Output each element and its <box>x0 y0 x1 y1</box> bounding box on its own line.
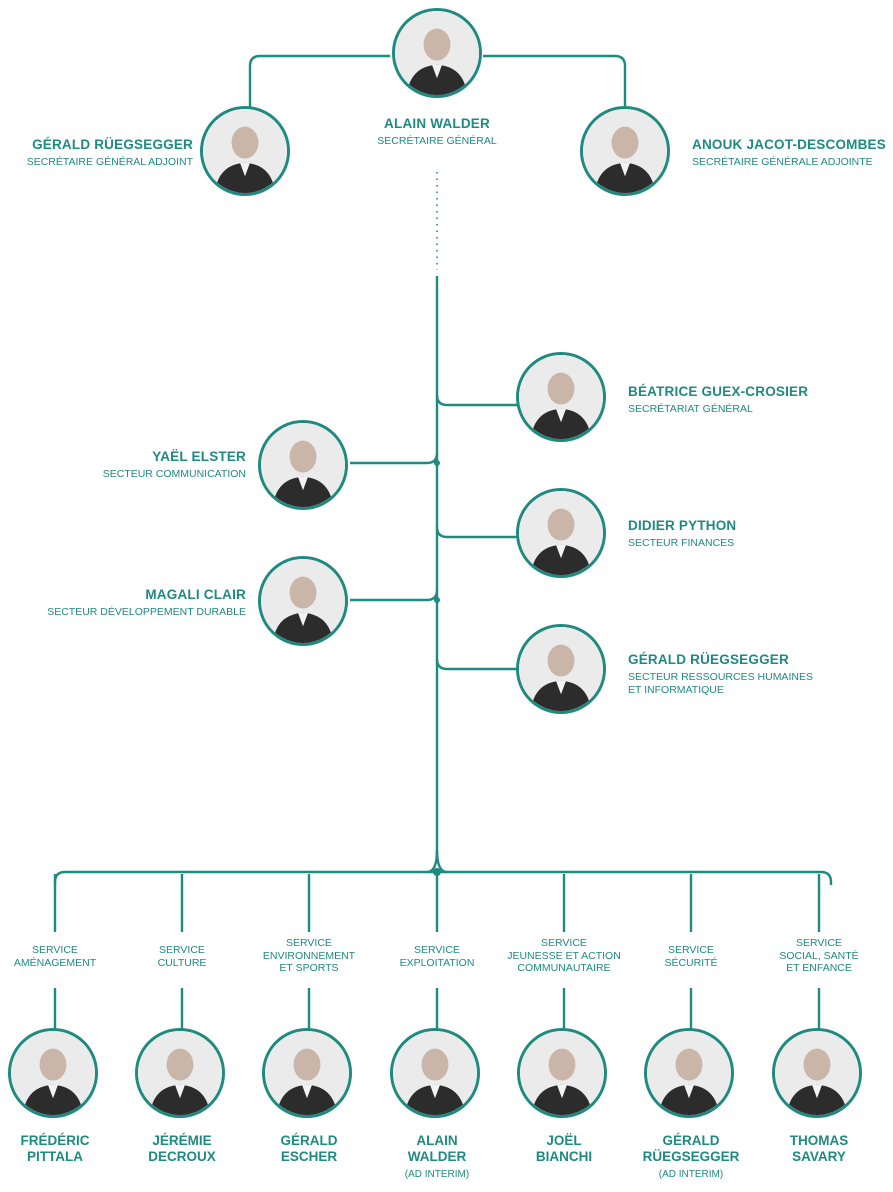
person-role: SECTEUR FINANCES <box>628 537 735 549</box>
sector-right-label-0: BÉATRICE GUEX-CROSIER SECRÉTARIAT GÉNÉRA… <box>628 384 878 416</box>
service-head-note: (AD INTERIM) <box>658 1169 724 1180</box>
sector-right-label-2: GÉRALD RÜEGSEGGER SECTEUR RESSOURCES HUM… <box>628 652 878 696</box>
service-head-avatar <box>8 1028 98 1118</box>
avatar-alain-walder <box>392 8 482 98</box>
person-silhouette-icon <box>519 627 603 711</box>
service-head-name: GÉRALD RÜEGSEGGER <box>642 1133 740 1164</box>
person-name: BÉATRICE GUEX-CROSIER <box>628 384 809 399</box>
bottom-bar <box>53 870 833 885</box>
junction-dot <box>433 868 441 876</box>
service-head-name: ALAIN WALDER <box>407 1133 467 1164</box>
avatar-yael-elster <box>258 420 348 510</box>
junction-dot <box>434 460 440 466</box>
person-silhouette-icon <box>519 491 603 575</box>
person-name: GÉRALD RÜEGSEGGER <box>628 652 789 667</box>
top-center-label: ALAIN WALDER SECRÉTAIRE GÉNÉRAL <box>337 116 537 148</box>
person-silhouette-icon <box>519 355 603 439</box>
person-role: SECRÉTAIRE GÉNÉRAL ADJOINT <box>26 156 193 168</box>
top-left-label: GÉRALD RÜEGSEGGER SECRÉTAIRE GÉNÉRAL ADJ… <box>8 137 193 169</box>
person-silhouette-icon <box>138 1031 222 1115</box>
service-label: SERVICE CULTURE <box>157 944 207 969</box>
service-head-avatar <box>644 1028 734 1118</box>
person-name: GÉRALD RÜEGSEGGER <box>32 137 193 152</box>
person-role: SECTEUR RESSOURCES HUMAINES ET INFORMATI… <box>628 671 813 696</box>
service-label: SERVICE SOCIAL, SANTÉ ET ENFANCE <box>779 937 859 974</box>
person-silhouette-icon <box>647 1031 731 1115</box>
service-label: SERVICE EXPLOITATION <box>399 944 475 969</box>
service-label: SERVICE AMÉNAGEMENT <box>13 944 97 969</box>
service-label: SERVICE ENVIRONNEMENT ET SPORTS <box>262 937 356 974</box>
branch-elster <box>350 452 439 465</box>
person-silhouette-icon <box>775 1031 859 1115</box>
service-head-name: FRÉDÉRIC PITTALA <box>20 1133 90 1164</box>
top-right-label: ANOUK JACOT-DESCOMBES SECRÉTAIRE GÉNÉRAL… <box>692 137 892 169</box>
branch-clair <box>350 589 439 602</box>
person-role: SECRÉTAIRE GÉNÉRALE ADJOINTE <box>692 156 873 168</box>
person-role: SECTEUR COMMUNICATION <box>102 468 246 480</box>
service-head-note: (AD INTERIM) <box>404 1169 470 1180</box>
service-head-name: JÉRÉMIE DECROUX <box>148 1133 216 1164</box>
person-role: SECTEUR DÉVELOPPEMENT DURABLE <box>47 606 246 618</box>
service-head-avatar <box>135 1028 225 1118</box>
service-head-avatar <box>772 1028 862 1118</box>
avatar-beatrice-guex-crosier <box>516 352 606 442</box>
junction-dot <box>434 597 440 603</box>
avatar-gerald-ruegsegger <box>200 106 290 196</box>
person-name: DIDIER PYTHON <box>628 518 737 533</box>
avatar-anouk-jacot-descombes <box>580 106 670 196</box>
person-silhouette-icon <box>393 1031 477 1115</box>
person-silhouette-icon <box>203 109 287 193</box>
branch-python <box>435 526 518 539</box>
service-head-avatar <box>517 1028 607 1118</box>
avatar-magali-clair <box>258 556 348 646</box>
person-silhouette-icon <box>520 1031 604 1115</box>
person-silhouette-icon <box>265 1031 349 1115</box>
service-head-avatar <box>390 1028 480 1118</box>
person-silhouette-icon <box>583 109 667 193</box>
service-label: SERVICE JEUNESSE ET ACTION COMMUNAUTAIRE <box>507 937 621 974</box>
service-head-name: THOMAS SAVARY <box>789 1133 849 1164</box>
person-silhouette-icon <box>11 1031 95 1115</box>
sector-left-label-0: YAËL ELSTER SECTEUR COMMUNICATION <box>20 449 246 481</box>
branch-ruegsegger <box>435 658 518 671</box>
person-name: ANOUK JACOT-DESCOMBES <box>692 137 886 152</box>
sector-right-label-1: DIDIER PYTHON SECTEUR FINANCES <box>628 518 878 550</box>
avatar-gerald-ruegsegger-sector <box>516 624 606 714</box>
top-connector-left <box>248 54 390 108</box>
avatar-didier-python <box>516 488 606 578</box>
person-silhouette-icon <box>261 559 345 643</box>
sector-left-label-1: MAGALI CLAIR SECTEUR DÉVELOPPEMENT DURAB… <box>20 587 246 619</box>
service-head-avatar <box>262 1028 352 1118</box>
top-connector-right <box>483 54 627 108</box>
person-name: MAGALI CLAIR <box>145 587 246 602</box>
service-head-name: GÉRALD ESCHER <box>280 1133 338 1164</box>
person-silhouette-icon <box>261 423 345 507</box>
person-role: SECRÉTAIRE GÉNÉRAL <box>377 135 497 147</box>
person-name: ALAIN WALDER <box>384 116 490 131</box>
person-role: SECRÉTARIAT GÉNÉRAL <box>628 403 753 415</box>
person-silhouette-icon <box>395 11 479 95</box>
service-label: SERVICE SÉCURITÉ <box>664 944 718 969</box>
person-name: YAËL ELSTER <box>152 449 246 464</box>
service-head-name: JOËL BIANCHI <box>535 1133 593 1164</box>
branch-guex <box>435 394 518 407</box>
